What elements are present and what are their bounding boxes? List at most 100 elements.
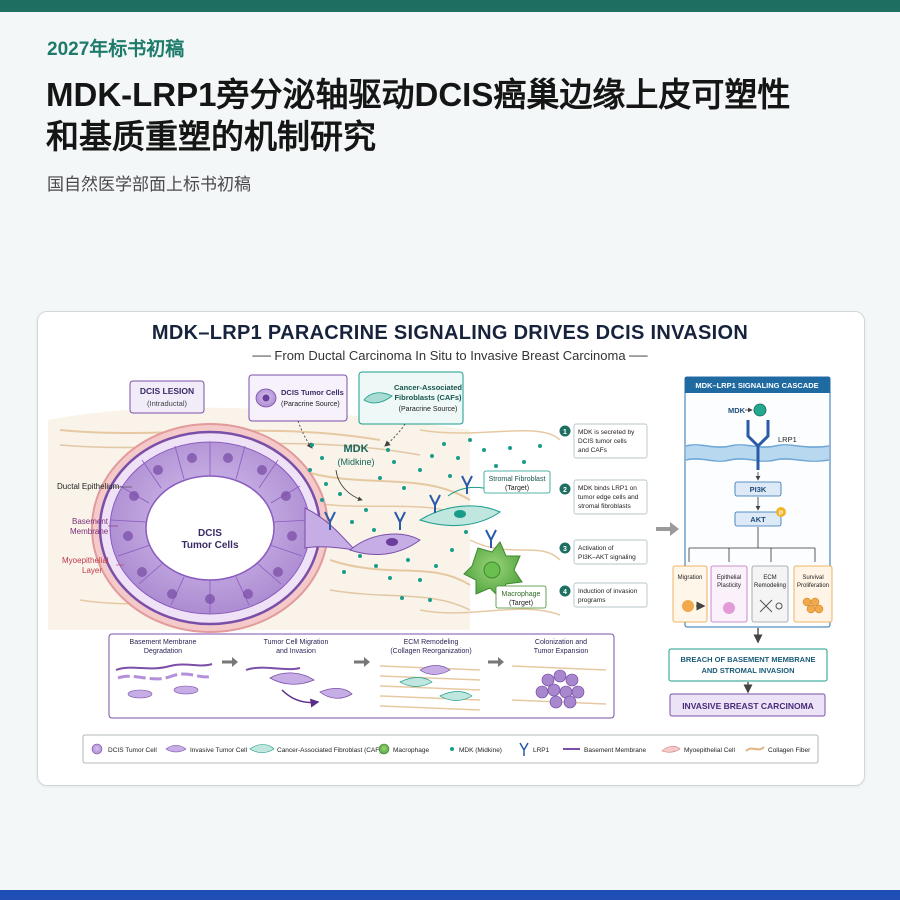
legend-collagen: Collagen Fiber <box>768 747 811 754</box>
tumor-source-line1: DCIS Tumor Cells <box>281 388 344 397</box>
final-label: INVASIVE BREAST CARCINOMA <box>682 701 814 711</box>
breach-line2: AND STROMAL INVASION <box>701 666 794 675</box>
stage-3: ECM Remodeling (Collagen Reorganization) <box>379 639 481 711</box>
duct-center-line1: DCIS <box>198 528 222 539</box>
outcome-plasticity: Epithelial Plasticity <box>710 565 748 623</box>
legend-lrp1-icon <box>519 742 529 756</box>
svg-text:ECM Remodeling: ECM Remodeling <box>404 639 459 646</box>
svg-text:2: 2 <box>563 487 567 494</box>
svg-text:Activation of: Activation of <box>578 545 614 552</box>
svg-text:Tumor Cell Migration: Tumor Cell Migration <box>264 639 329 646</box>
cascade-akt: AKT <box>750 515 766 524</box>
svg-text:programs: programs <box>578 597 606 604</box>
step-2: 2 MDK binds LRP1 on tumor edge cells and… <box>559 479 648 515</box>
draft-tag: 2027年标书初稿 <box>47 39 185 60</box>
label-basement-1: Basement <box>72 517 109 526</box>
outcome-migration: Migration <box>672 565 708 623</box>
label-ductal-epithelium: Ductal Epithelium <box>57 482 120 491</box>
pi3k-node <box>734 481 782 497</box>
lrp1-receptors <box>324 475 497 548</box>
mdk-ligand-icon <box>753 403 767 417</box>
legend-lrp1: LRP1 <box>533 747 550 754</box>
stromal-fib-line1: Stromal Fibroblast <box>489 476 546 483</box>
svg-text:Tumor Expansion: Tumor Expansion <box>534 648 589 655</box>
legend-invasive-icon <box>165 744 187 753</box>
svg-text:DCIS tumor cells: DCIS tumor cells <box>578 438 628 445</box>
breach-box <box>668 648 828 682</box>
svg-text:Colonization and: Colonization and <box>535 639 587 646</box>
step-1: 1 MDK is secreted by DCIS tumor cells an… <box>559 423 648 459</box>
cascade-title: MDK–LRP1 SIGNALING CASCADE <box>695 381 818 390</box>
svg-text:MDK binds LRP1 on: MDK binds LRP1 on <box>578 485 637 492</box>
svg-text:Proliferation: Proliferation <box>797 583 829 589</box>
legend-myo-icon <box>661 745 681 753</box>
cascade-mdk: MDK <box>728 406 746 415</box>
breach-line1: BREACH OF BASEMENT MEMBRANE <box>681 655 816 664</box>
svg-text:Induction of invasion: Induction of invasion <box>578 588 638 595</box>
svg-text:3: 3 <box>563 546 567 553</box>
caf-line2: Fibroblasts (CAFs) <box>394 393 462 402</box>
stromal-fib-box <box>483 470 551 494</box>
akt-node <box>734 511 782 527</box>
title-line-1: MDK-LRP1旁分泌轴驱动DCIS癌巢边缘上皮可塑性 <box>46 76 791 113</box>
tumor-source-line2: (Paracrine Source) <box>281 401 340 408</box>
final-box <box>669 693 826 717</box>
macrophage-box <box>495 585 547 609</box>
bottom-accent-bar <box>0 890 900 900</box>
lesion-box <box>129 380 205 414</box>
top-accent-bar <box>0 0 900 12</box>
svg-text:4: 4 <box>563 589 567 596</box>
stage-4: Colonization and Tumor Expansion <box>511 639 607 709</box>
caf-source-box <box>358 371 464 425</box>
mdk-label-line2: (Midkine) <box>337 457 374 467</box>
label-basement-2: Membrane <box>70 527 109 536</box>
phospho-icon <box>776 507 786 517</box>
svg-text:stromal fibroblasts: stromal fibroblasts <box>578 503 631 510</box>
invasive-cells <box>348 487 502 556</box>
lesion-line1: DCIS LESION <box>140 386 194 396</box>
mdk-label-line1: MDK <box>343 443 368 455</box>
legend-dcis-icon <box>91 743 103 755</box>
cascade-p: P <box>779 511 783 517</box>
step-4: 4 Induction of invasion programs <box>559 582 648 608</box>
svg-text:Remodeling: Remodeling <box>754 583 786 589</box>
svg-text:Basement Membrane: Basement Membrane <box>130 639 197 646</box>
figure-subtitle-text: From Ductal Carcinoma In Situ to Invasiv… <box>274 348 626 363</box>
svg-text:Migration: Migration <box>678 575 703 581</box>
legend-collagen-icon <box>745 746 765 752</box>
svg-text:Plasticity: Plasticity <box>717 583 741 589</box>
cascade-lrp1: LRP1 <box>778 435 797 444</box>
steps-panel: 1 MDK is secreted by DCIS tumor cells an… <box>559 423 679 608</box>
stage-2: Tumor Cell Migration and Invasion <box>245 639 353 708</box>
cascade-title-bar <box>685 377 830 393</box>
legend-mdk-icon <box>450 747 454 751</box>
title-line-2: 和基质重塑的机制研究 <box>46 118 376 155</box>
macrophage-line2: (Target) <box>509 600 533 607</box>
legend-macrophage: Macrophage <box>393 747 430 754</box>
legend-caf-icon <box>249 744 275 754</box>
label-myo-1: Myoepithelial <box>62 556 109 565</box>
figure-subtitle: ── From Ductal Carcinoma In Situ to Inva… <box>252 348 648 363</box>
macrophage-line1: Macrophage <box>502 591 541 598</box>
stromal-fib-line2: (Target) <box>505 485 529 492</box>
svg-text:PI3K–AKT signaling: PI3K–AKT signaling <box>578 554 636 561</box>
duct-center-line2: Tumor Cells <box>181 540 238 551</box>
stages-panel <box>108 633 615 719</box>
legend-macrophage-icon <box>378 743 390 755</box>
lrp1-receptor-icon <box>746 420 770 470</box>
figure-title: MDK–LRP1 PARACRINE SIGNALING DRIVES DCIS… <box>151 322 749 344</box>
caf-icon <box>363 392 393 404</box>
outcome-ecm: ECM Remodeling <box>751 565 789 623</box>
page-title: MDK-LRP1旁分泌轴驱动DCIS癌巢边缘上皮可塑性 和基质重塑的机制研究 <box>46 74 866 158</box>
svg-text:MDK is secreted by: MDK is secreted by <box>578 429 635 436</box>
legend-mdk: MDK (Midkine) <box>459 747 502 754</box>
svg-text:Survival: Survival <box>802 575 823 581</box>
legend-bm: Basement Membrane <box>584 747 647 754</box>
legend-myo: Myoepithelial Cell <box>684 747 735 754</box>
svg-text:Epithelial: Epithelial <box>717 575 741 581</box>
svg-text:1: 1 <box>563 429 567 436</box>
legend-items: DCIS Tumor Cell Invasive Tumor Cell Canc… <box>91 742 811 756</box>
legend-caf: Cancer-Associated Fibroblast (CAF) <box>277 747 381 754</box>
duct-cell-ring <box>110 442 310 614</box>
